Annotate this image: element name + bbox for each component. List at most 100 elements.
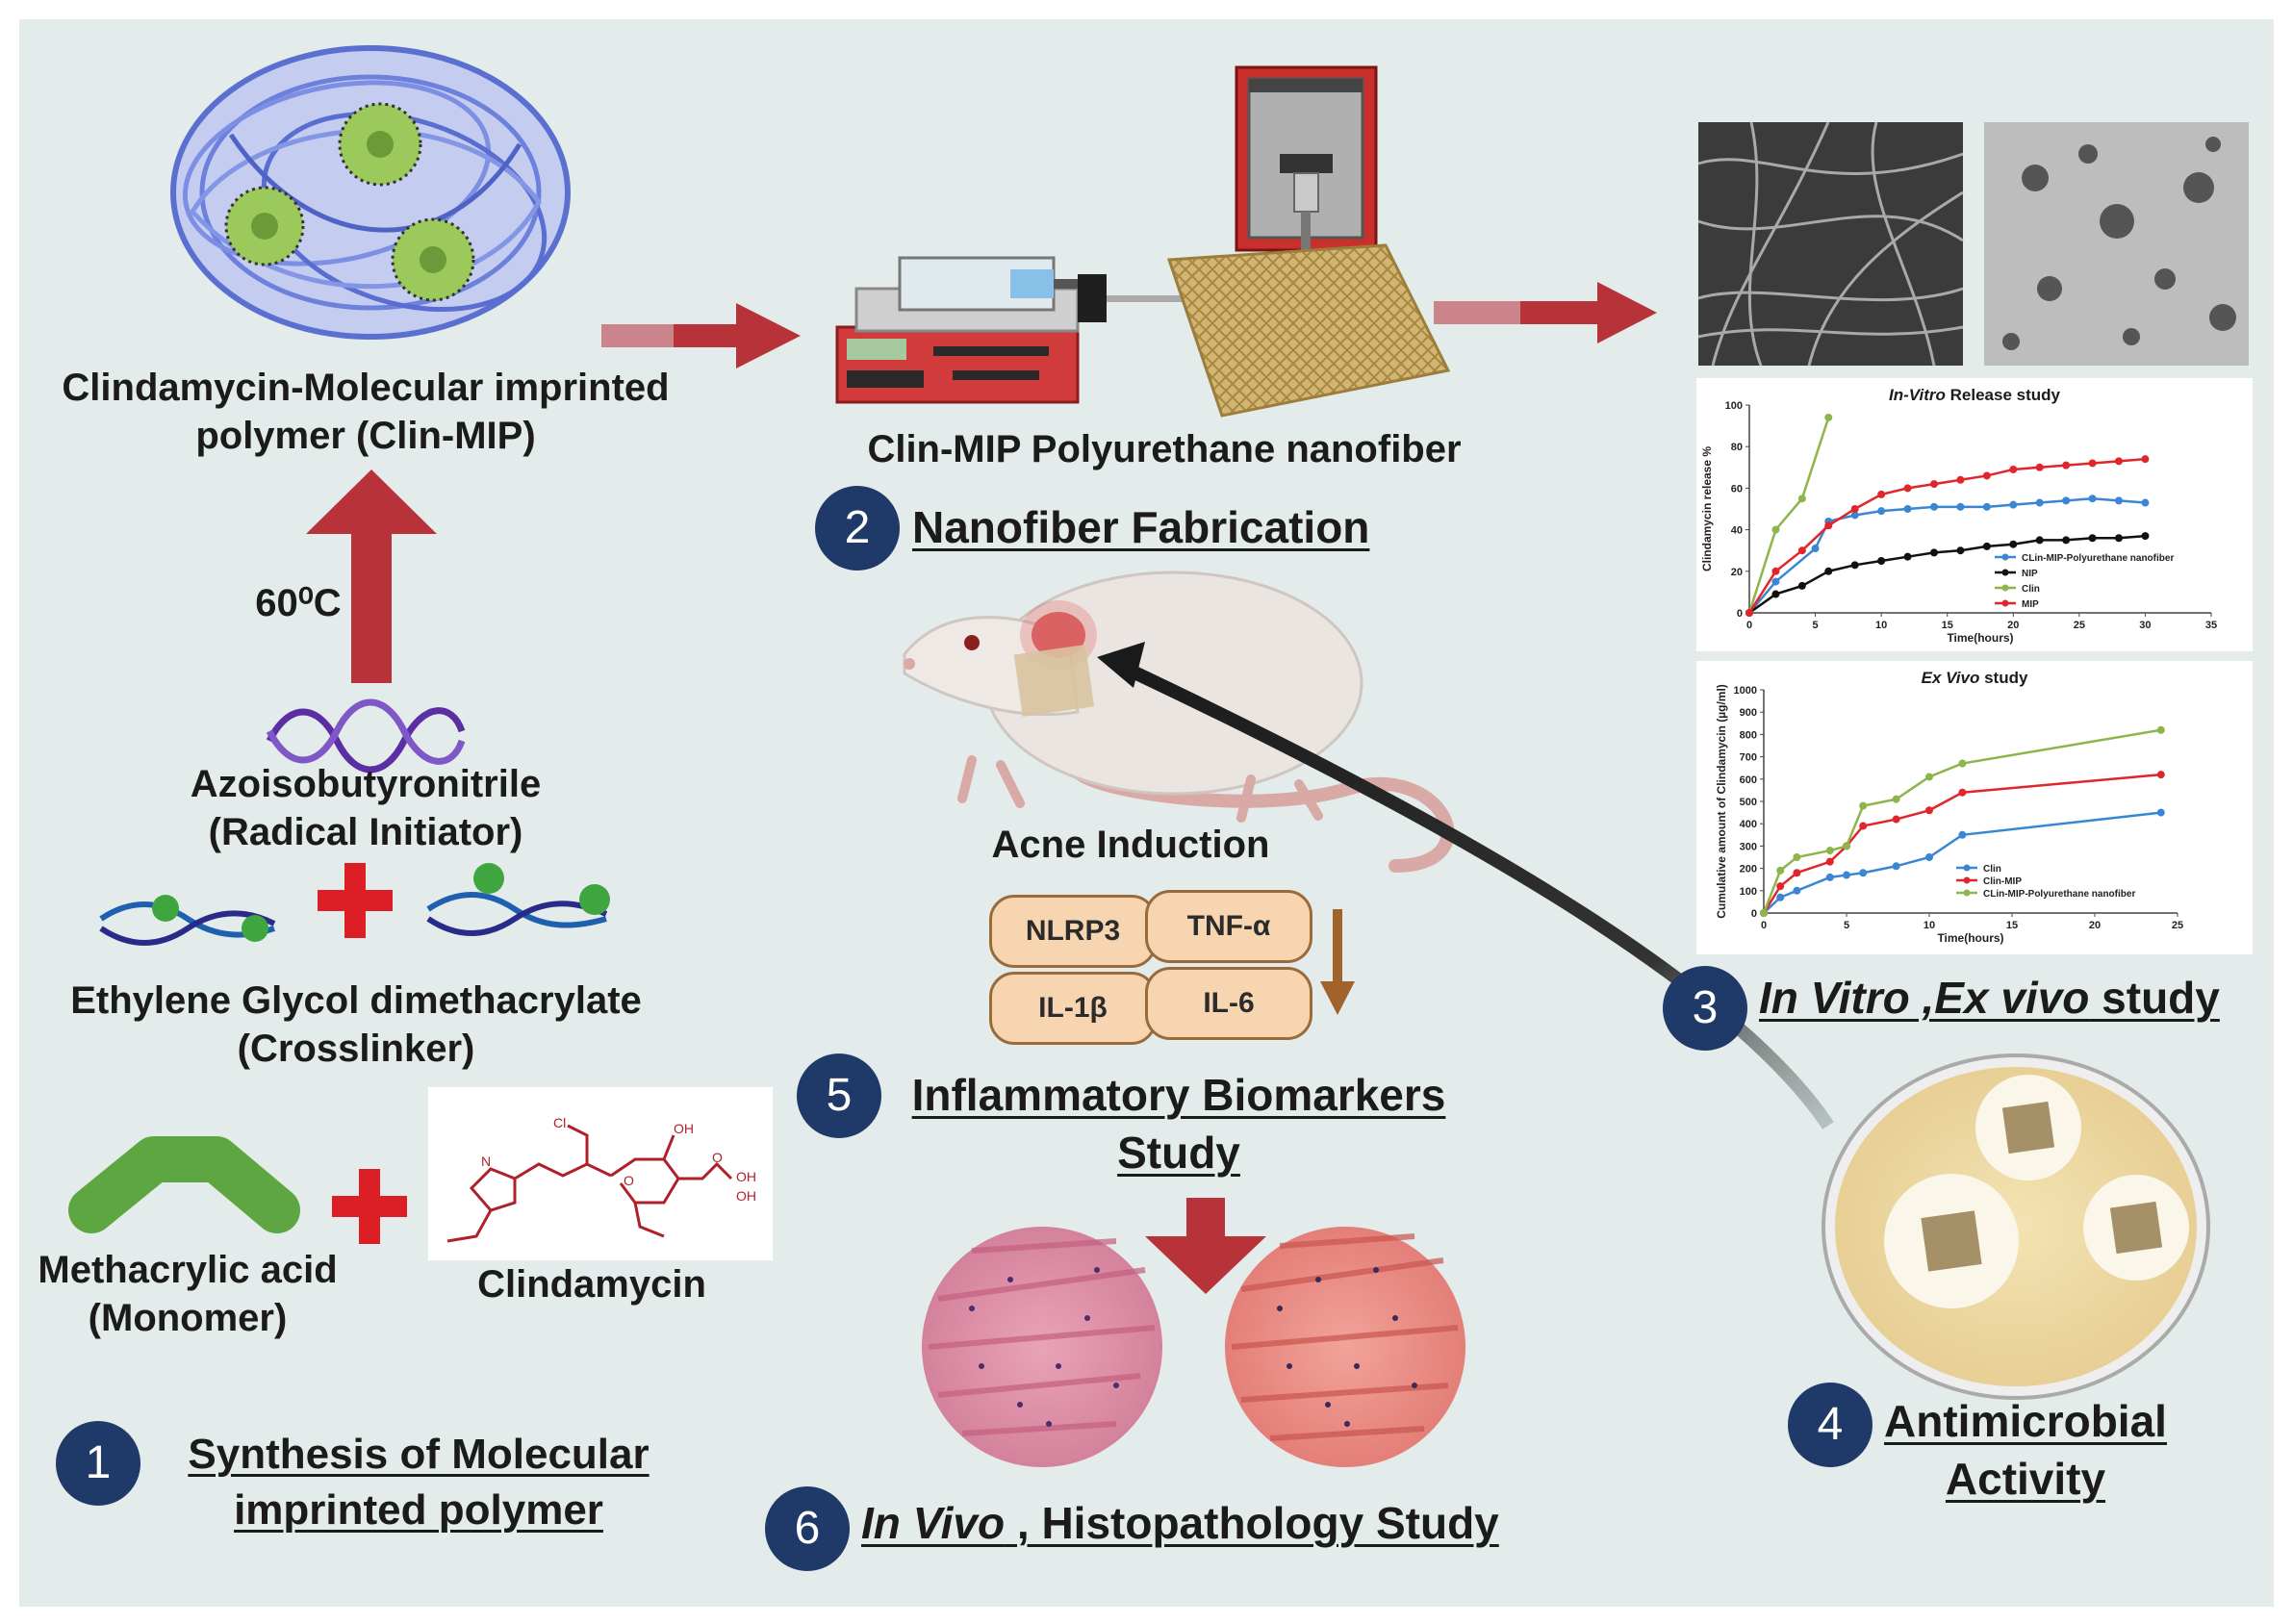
polymerization-arrow	[306, 469, 437, 683]
ex-vivo-y-tick-label-1: 100	[1740, 886, 1757, 898]
ex-vivo-point-2-6	[1892, 795, 1900, 803]
ex-vivo-point-1-3	[1825, 857, 1834, 866]
step-4-badge: 4	[1788, 1383, 1873, 1467]
in-vitro-point-3-8	[1956, 475, 1965, 484]
in-vitro-point-1-9	[1982, 542, 1991, 550]
atom-oh-3: OH	[736, 1188, 756, 1204]
plus-icon-lower	[332, 1169, 407, 1244]
in-vitro-point-1-3	[1824, 567, 1833, 575]
in-vitro-point-3-12	[2062, 461, 2071, 469]
crosslinker-line1: Ethylene Glycol dimethacrylate	[70, 979, 642, 1022]
crosslinker-molecule-left	[99, 895, 276, 946]
nanofiber-caption: Clin-MIP Polyurethane nanofiber	[867, 428, 1462, 470]
in-vitro-legend-marker-0	[2001, 553, 2009, 561]
ex-vivo-legend-label-2: CLin-MIP-Polyurethane nanofiber	[1983, 889, 2135, 900]
ex-vivo-point-0-6	[1892, 862, 1900, 871]
ex-vivo-point-2-2	[1793, 853, 1801, 861]
biomarker-il-6: IL-6	[1145, 967, 1312, 1040]
in-vitro-legend-marker-3	[2001, 599, 2009, 607]
ex-vivo-point-0-4	[1843, 871, 1850, 879]
in-vitro-y-tick-label-0: 0	[1737, 608, 1743, 620]
ex-vivo-point-0-9	[2156, 808, 2165, 817]
monomer-label: Methacrylic acid (Monomer)	[19, 1246, 356, 1342]
step-3-title: In Vitro ,Ex vivo study	[1759, 972, 2259, 1024]
in-vitro-point-0-8	[1956, 502, 1965, 511]
initiator-line2: (Radical Initiator)	[208, 811, 523, 853]
in-vitro-x-tick-label-5: 25	[2074, 620, 2085, 631]
in-vitro-point-3-2	[1797, 546, 1806, 555]
in-vitro-y-tick-label-5: 100	[1725, 400, 1743, 412]
ex-vivo-title-italic: Ex Vivo	[1921, 669, 1980, 687]
atom-o-1: O	[624, 1173, 634, 1188]
crosslinker-line2: (Crosslinker)	[237, 1028, 475, 1070]
nanofiber-mat	[1166, 243, 1451, 418]
dish-to-mouse-arrow	[1113, 657, 1834, 1129]
ex-vivo-x-tick-label-5: 25	[2172, 920, 2183, 931]
ex-vivo-y-tick-label-7: 700	[1740, 752, 1757, 764]
ex-vivo-point-2-8	[1958, 759, 1967, 768]
in-vitro-point-1-15	[2141, 532, 2150, 541]
ex-vivo-legend-marker-2	[1963, 889, 1971, 897]
step-5-badge: 5	[797, 1053, 881, 1138]
in-vitro-point-2-3	[1824, 413, 1833, 421]
ex-vivo-x-tick-label-0: 0	[1761, 920, 1767, 931]
step-6-badge: 6	[765, 1486, 850, 1571]
in-vitro-x-tick-label-1: 5	[1813, 620, 1819, 631]
in-vitro-y-tick-label-3: 60	[1731, 483, 1743, 495]
ex-vivo-point-1-6	[1892, 815, 1900, 824]
clindamycin-structure: Cl OH OH N O O OH	[428, 1087, 773, 1260]
atom-oh-1: OH	[674, 1121, 694, 1136]
step-1-title: Synthesis of Molecular imprinted polymer	[144, 1427, 693, 1538]
histology-control	[922, 1227, 1162, 1467]
in-vitro-point-1-13	[2088, 534, 2097, 543]
ex-vivo-x-tick-label-2: 10	[1924, 920, 1935, 931]
in-vitro-point-3-10	[2009, 465, 2018, 473]
ex-vivo-point-1-5	[1859, 822, 1868, 830]
atom-cl: Cl	[553, 1115, 566, 1130]
atom-n: N	[481, 1154, 491, 1169]
in-vitro-point-1-1	[1771, 590, 1780, 598]
ex-vivo-point-2-7	[1925, 773, 1933, 781]
ex-vivo-point-2-9	[2156, 725, 2165, 734]
curve-arrowhead	[1097, 642, 1145, 688]
tem-image	[1984, 122, 2249, 366]
ex-vivo-x-tick-label-1: 5	[1844, 920, 1849, 931]
histology-treated	[1225, 1227, 1465, 1467]
in-vitro-point-2-1	[1771, 525, 1780, 534]
step-1-title-line2: imprinted polymer	[234, 1486, 603, 1534]
in-vitro-title-rest: Release study	[1945, 386, 2060, 404]
in-vitro-point-3-4	[1850, 505, 1859, 513]
in-vitro-point-3-5	[1877, 490, 1886, 498]
step-4-title: Antimicrobial Activity	[1876, 1392, 2175, 1508]
in-vitro-y-axis-label: Clindamycin release %	[1700, 446, 1714, 571]
ex-vivo-y-tick-label-8: 800	[1740, 729, 1757, 741]
in-vitro-legend-label-0: CLin-MIP-Polyurethane nanofiber	[2022, 553, 2174, 564]
in-vitro-point-0-1	[1771, 577, 1780, 586]
in-vitro-point-1-5	[1877, 557, 1886, 565]
in-vitro-point-0-5	[1877, 507, 1886, 516]
in-vitro-point-0-7	[1930, 502, 1938, 511]
in-vitro-point-0-15	[2141, 498, 2150, 507]
ex-vivo-point-2-5	[1859, 801, 1868, 810]
biomarker-nlrp3: NLRP3	[989, 895, 1157, 968]
ex-vivo-y-tick-label-5: 500	[1740, 797, 1757, 808]
ex-vivo-point-1-1	[1776, 882, 1785, 891]
ex-vivo-y-tick-label-6: 600	[1740, 774, 1757, 786]
atom-o-2: O	[712, 1150, 723, 1165]
in-vitro-x-tick-label-6: 30	[2139, 620, 2151, 631]
in-vitro-point-1-4	[1850, 561, 1859, 570]
ex-vivo-y-tick-label-9: 900	[1740, 707, 1757, 719]
in-vitro-point-1-12	[2062, 536, 2071, 545]
ex-vivo-point-2-4	[1843, 842, 1850, 850]
sem-image	[1697, 121, 1964, 367]
ex-vivo-point-2-3	[1825, 847, 1834, 855]
clindamycin-label: Clindamycin	[477, 1263, 706, 1306]
in-vitro-x-tick-label-4: 20	[2007, 620, 2019, 631]
in-vitro-x-tick-label-3: 15	[1942, 620, 1953, 631]
ex-vivo-series-line-2	[1762, 728, 2162, 914]
biomarker-tnf-alpha: TNF-α	[1145, 890, 1312, 963]
in-vitro-series-line-3	[1747, 457, 2146, 614]
